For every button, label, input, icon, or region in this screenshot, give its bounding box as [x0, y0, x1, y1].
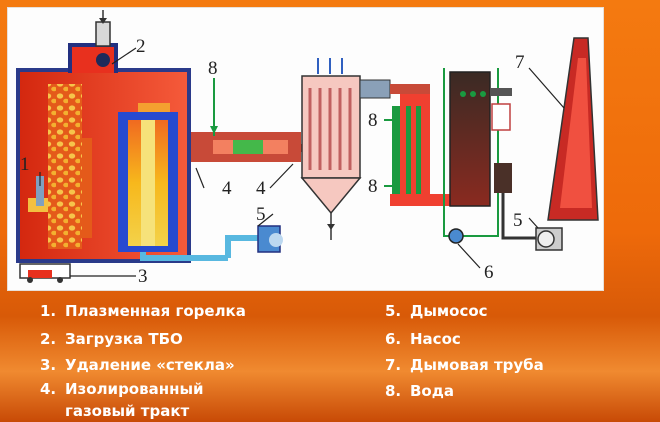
insulated-gas-duct	[191, 132, 321, 162]
callout-leaders	[39, 47, 565, 277]
filter-unit	[300, 58, 362, 240]
furnace	[16, 43, 191, 263]
callout-4b: 4	[256, 178, 266, 199]
callout-8c: 8	[368, 176, 378, 197]
water-pump	[443, 208, 499, 244]
legend-item-1: 1.Плазменная горелка	[40, 302, 246, 320]
chimney	[547, 37, 599, 221]
callout-2: 2	[136, 36, 146, 57]
heat-exchanger	[359, 79, 450, 206]
smoke-exhauster	[535, 227, 563, 251]
flue-duct	[140, 225, 283, 261]
legend-item-2: 2.Загрузка ТБО	[40, 330, 183, 348]
legend-item-8: 8.Вода	[385, 382, 454, 400]
process-diagram: 1 2 3 4 4 5 5 6 7 8 8 8	[16, 10, 599, 287]
callout-5a: 5	[256, 204, 266, 225]
water-lines	[210, 78, 400, 187]
diagram-panel: 1 2 3 4 4 5 5 6 7 8 8 8	[8, 8, 603, 290]
legend-item-4: 4.Изолированный	[40, 380, 204, 398]
waste-loading-chute	[95, 10, 111, 67]
legend-item-3: 3.Удаление «стекла»	[40, 356, 235, 374]
callout-3: 3	[138, 266, 148, 287]
slag-removal-cart	[19, 263, 71, 283]
callout-1: 1	[20, 154, 30, 175]
callout-4a: 4	[222, 178, 232, 199]
scrubber-column	[443, 68, 548, 240]
callout-6: 6	[484, 262, 494, 283]
legend-item-5: 5.Дымосос	[385, 302, 488, 320]
legend-item-6: 6.Насос	[385, 330, 461, 348]
legend: 1.Плазменная горелка 2.Загрузка ТБО 3.Уд…	[0, 290, 660, 422]
callout-5b: 5	[513, 210, 523, 231]
callout-8b: 8	[368, 110, 378, 131]
legend-item-4-continued: газовый тракт	[65, 402, 190, 420]
legend-item-7: 7.Дымовая труба	[385, 356, 544, 374]
callout-7: 7	[515, 52, 525, 73]
callout-8a: 8	[208, 58, 218, 79]
